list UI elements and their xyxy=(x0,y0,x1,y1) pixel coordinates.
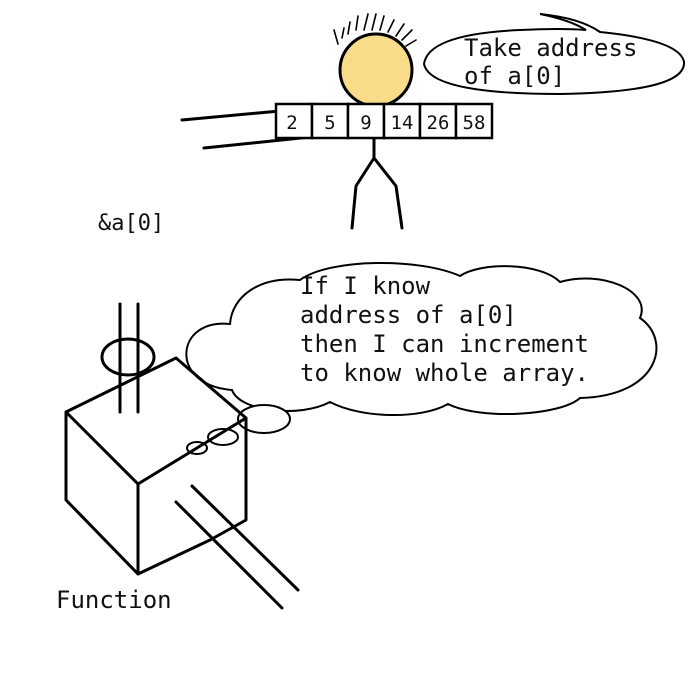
array-value: 58 xyxy=(463,112,486,134)
speech-bubble-outline xyxy=(422,13,686,96)
array-value: 5 xyxy=(324,112,335,134)
address-label: &a[0] xyxy=(98,211,164,236)
function-box xyxy=(64,302,300,610)
speech-bubble-line: Take address xyxy=(464,34,637,62)
input-pipe-inner xyxy=(118,338,140,378)
thought-dot-large xyxy=(237,404,291,434)
legs xyxy=(350,156,404,230)
cube-right-face xyxy=(136,416,248,576)
array-cell xyxy=(454,102,494,140)
thought-line: then I can increment xyxy=(300,330,589,358)
speech-bubble: Take address of a[0] xyxy=(422,13,686,96)
thought-line: to know whole array. xyxy=(300,359,589,387)
head xyxy=(338,32,414,108)
function-label: Function xyxy=(56,586,172,614)
thought-line: address of a[0] xyxy=(300,301,517,329)
hair xyxy=(333,13,417,47)
stick-figure xyxy=(180,13,417,230)
array-value: 9 xyxy=(360,112,371,134)
array: 2 5 9 14 26 58 xyxy=(274,102,494,140)
array-value: 2 xyxy=(286,112,297,134)
input-pipe-bulge xyxy=(100,337,156,377)
array-cell xyxy=(382,102,422,140)
thought-bubble: If I know address of a[0] then I can inc… xyxy=(185,262,658,455)
output-pipe xyxy=(174,484,300,610)
array-value: 14 xyxy=(391,112,414,134)
array-cell xyxy=(274,102,314,140)
cube-left-face xyxy=(64,410,140,576)
array-cell xyxy=(418,102,458,140)
speech-bubble-line: of a[0] xyxy=(464,62,565,90)
array-value: 26 xyxy=(427,112,450,134)
thought-dot-medium xyxy=(207,428,239,446)
thought-line: If I know xyxy=(300,272,431,300)
